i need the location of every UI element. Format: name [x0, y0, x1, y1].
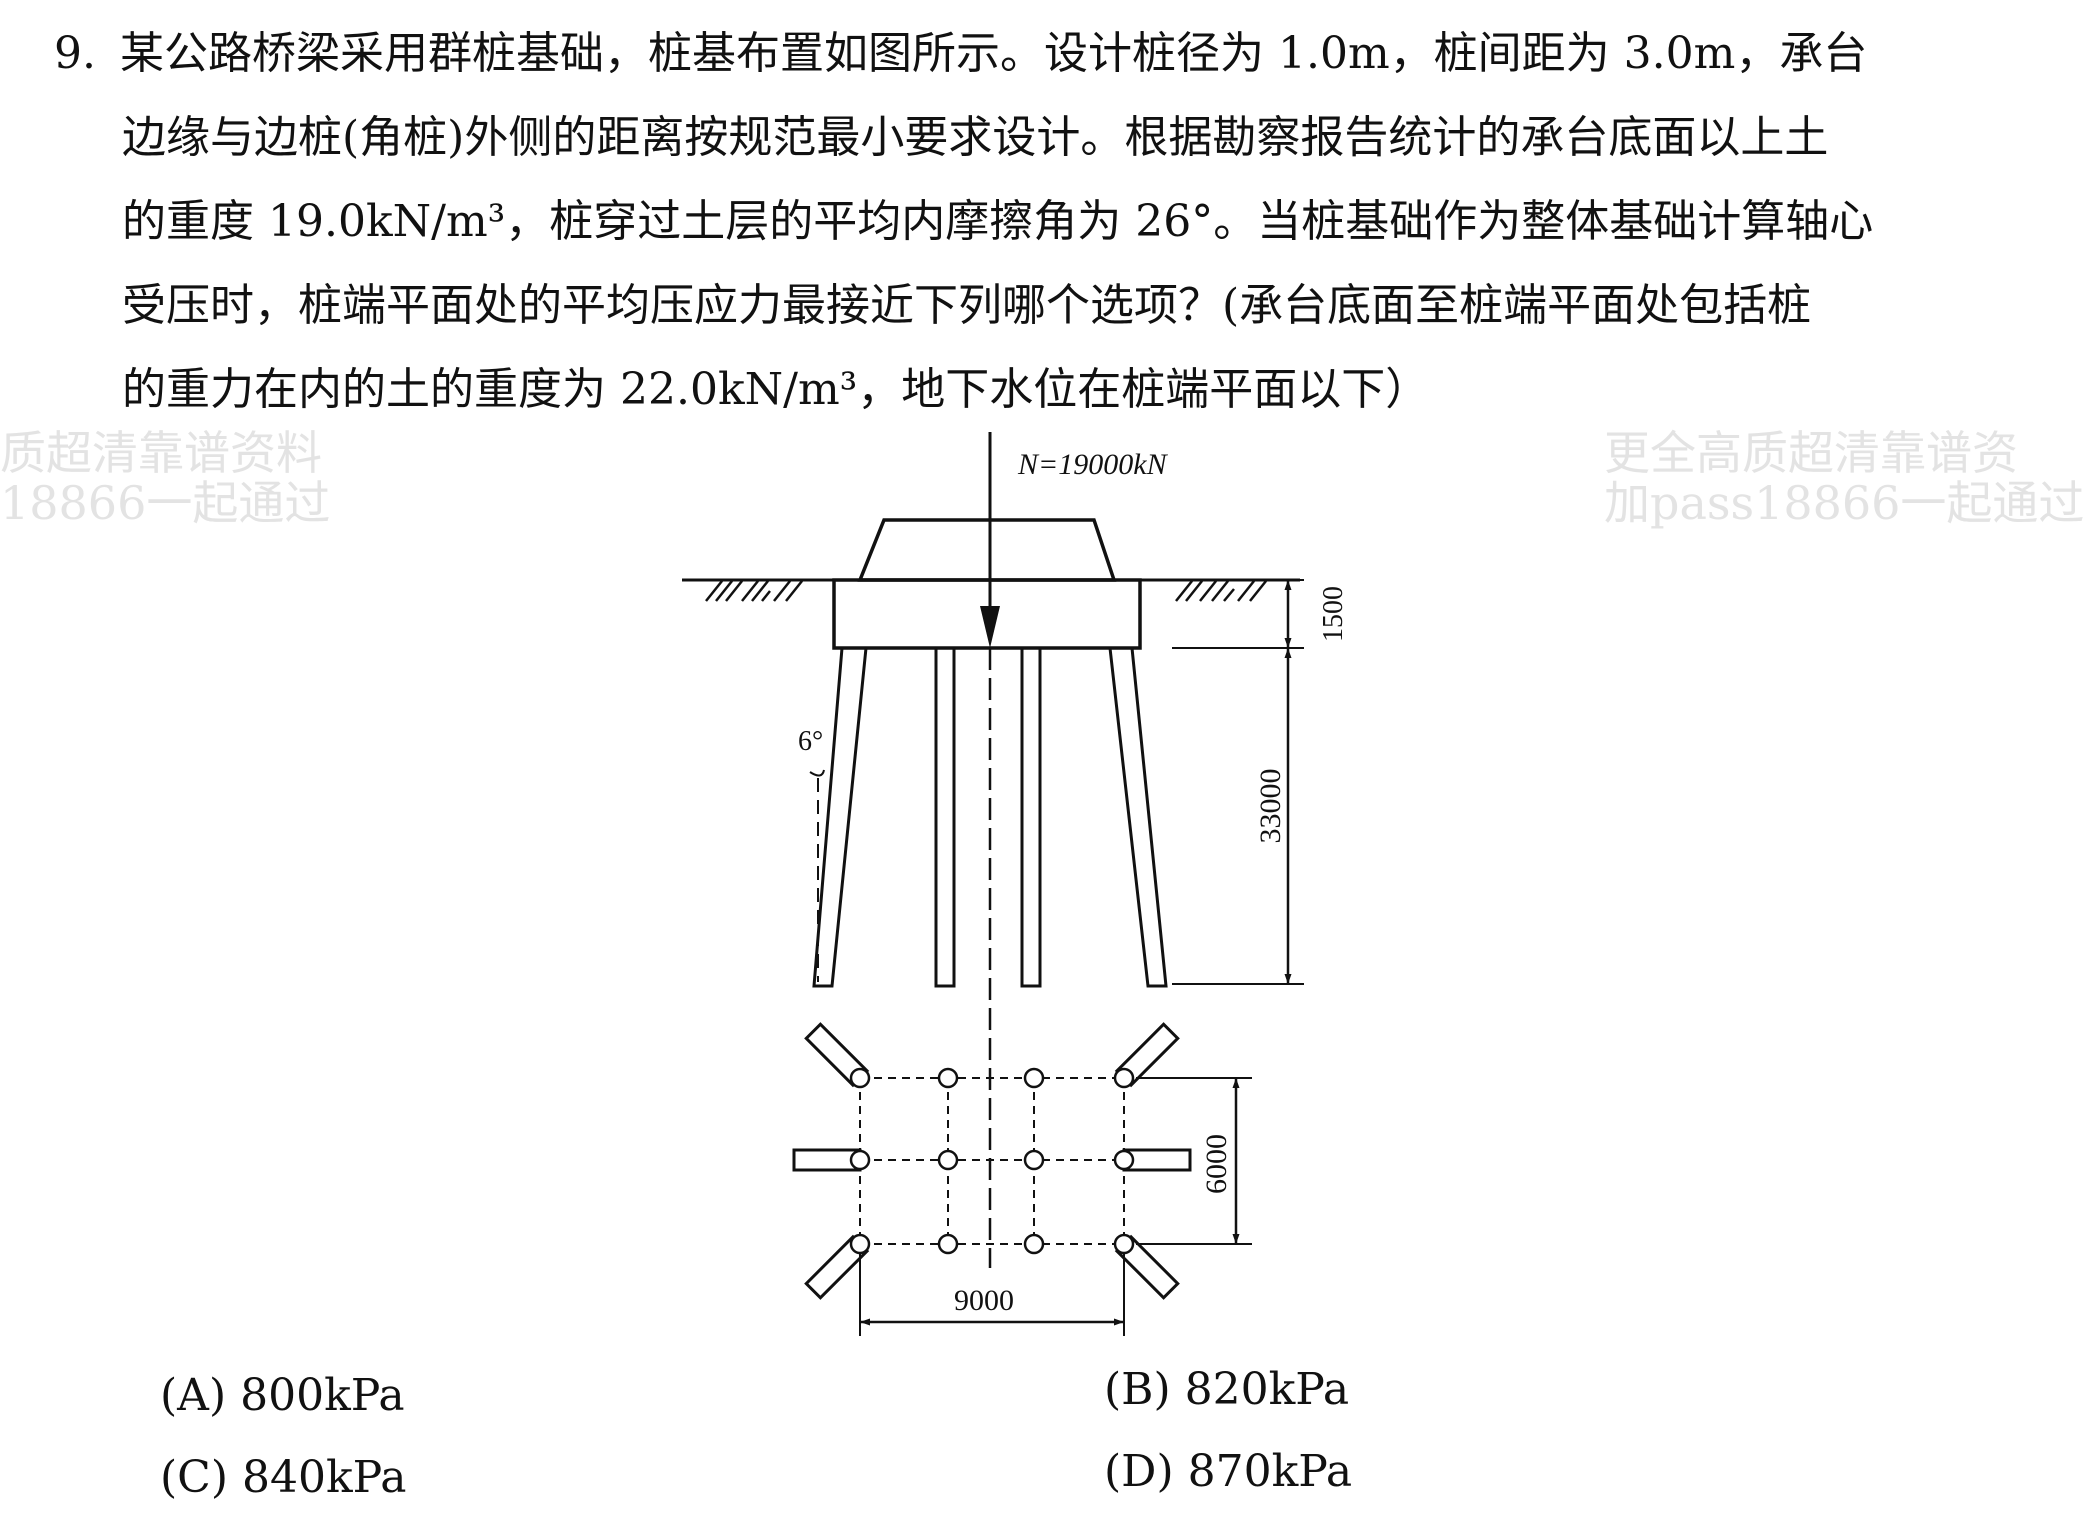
watermark-left: 质超清靠谱资料 18866一起通过	[0, 426, 331, 530]
option-c: (C) 840kPa	[160, 1452, 407, 1503]
pile-inner-right	[1020, 646, 1042, 988]
question-line-5: 的重力在内的土的重度为 22.0kN/m³，地下水位在桩端平面以下）	[122, 364, 1430, 415]
dim-pile-length-label: 33000	[1254, 769, 1287, 844]
elevation-view	[682, 432, 1304, 1268]
question-line-1: 9.某公路桥梁采用群桩基础，桩基布置如图所示。设计桩径为 1.0m，桩间距为 3…	[54, 12, 1974, 96]
plan-view	[792, 1022, 1252, 1336]
dim-plan-width-label: 6000	[1200, 1134, 1233, 1194]
load-arrowhead	[980, 606, 1000, 648]
question-text: 9.某公路桥梁采用群桩基础，桩基布置如图所示。设计桩径为 1.0m，桩间距为 3…	[54, 12, 1974, 432]
pile-outer-left	[812, 646, 868, 988]
soil-hatch-right	[1175, 580, 1267, 602]
question-line-3: 的重度 19.0kN/m³，桩穿过土层的平均内摩擦角为 26°。当桩基础作为整体…	[122, 196, 1874, 247]
question-line-4: 受压时，桩端平面处的平均压应力最接近下列哪个选项？(承台底面至桩端平面处包括桩	[122, 280, 1812, 331]
angle-arc	[809, 769, 825, 777]
dim-cap-thickness-label: 1500	[1318, 586, 1349, 642]
pile-cap	[832, 578, 1142, 650]
angle-label: 6°	[798, 726, 823, 757]
option-a: (A) 800kPa	[160, 1370, 405, 1421]
pile-inner-left	[934, 646, 956, 988]
load-label: N=19000kN	[1017, 448, 1169, 481]
watermark-right: 更全高质超清靠谱资 加pass18866一起通过	[1604, 426, 2084, 530]
question-line-2: 边缘与边桩(角桩)外侧的距离按规范最小要求设计。根据勘察报告统计的承台底面以上土	[122, 112, 1829, 163]
option-b: (B) 820kPa	[1104, 1364, 1350, 1415]
question-number: 9.	[54, 28, 96, 79]
plan-grid	[859, 1077, 1125, 1245]
pile-outer-right	[1108, 646, 1168, 988]
pier-trapezoid	[857, 518, 1117, 582]
dim-plan-length-label: 9000	[954, 1284, 1014, 1317]
soil-hatch-left	[705, 580, 803, 602]
pile-foundation-diagram: N=19000kN 6° 1500 33000 6000 9000	[682, 432, 1349, 1336]
pile-projections	[792, 1022, 1192, 1300]
option-d: (D) 870kPa	[1104, 1446, 1353, 1497]
pile-circles	[849, 1067, 1135, 1255]
